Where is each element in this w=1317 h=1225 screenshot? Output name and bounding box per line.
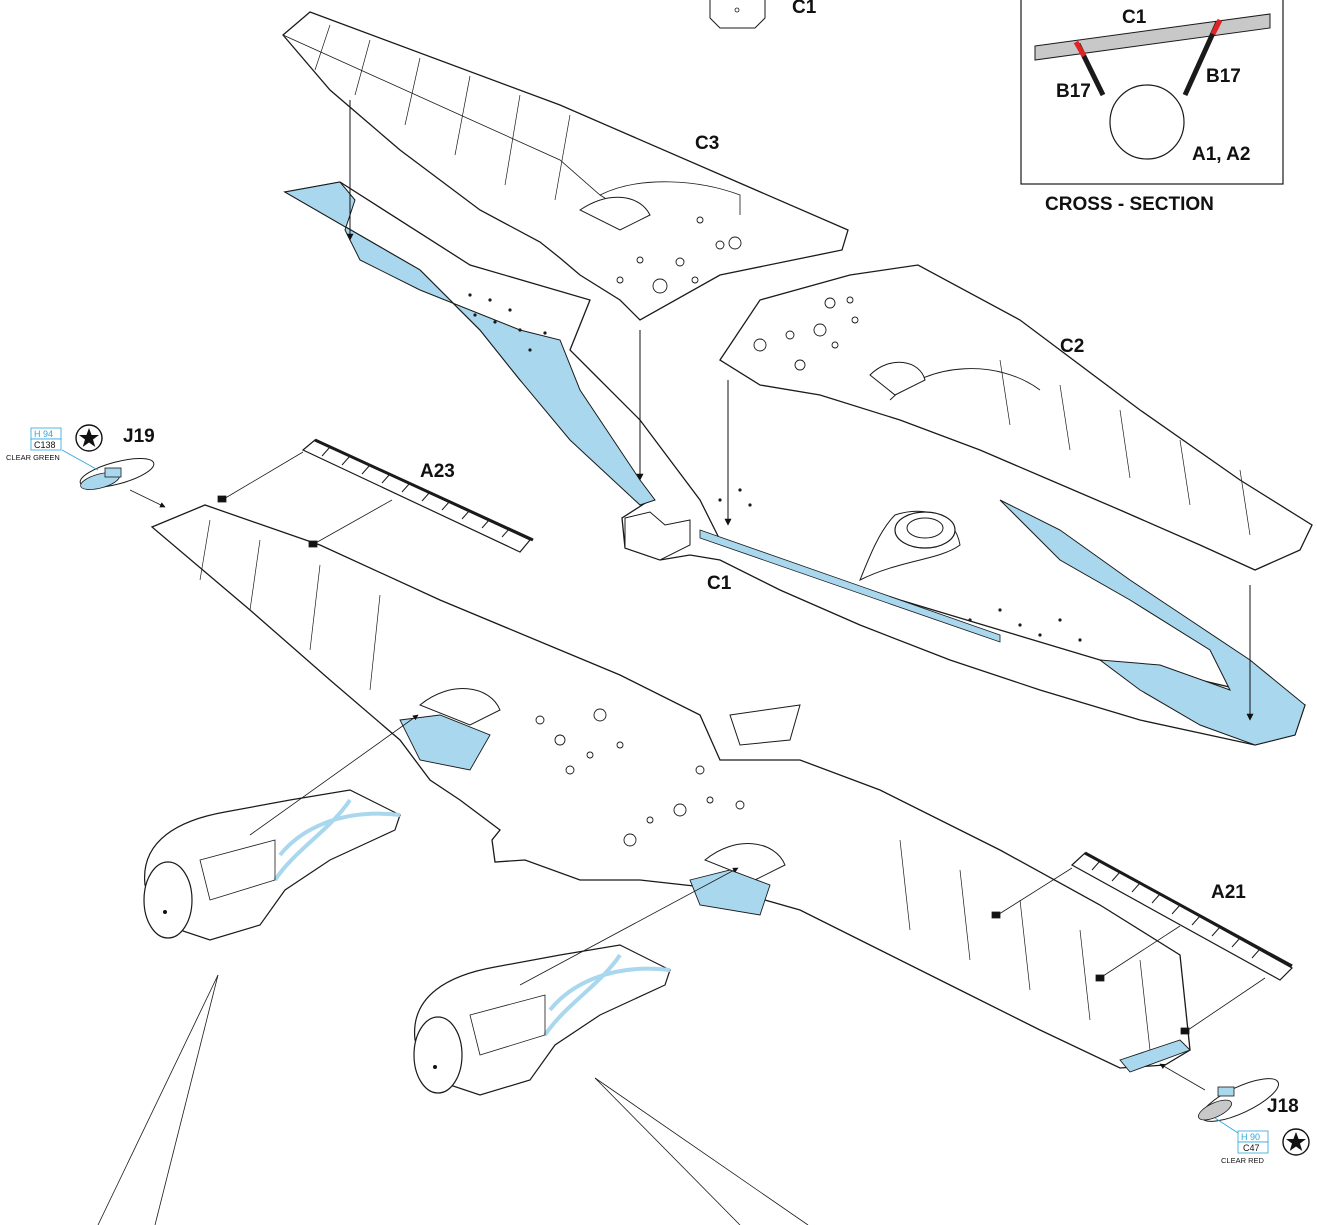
nacelle-left-arrow (249, 714, 419, 836)
small-holes-lower-c1 (468, 293, 1082, 642)
paint-callout-j18: H 90 C47 CLEAR RED (1214, 1117, 1310, 1165)
engine-nacelle-left (143, 789, 401, 941)
cross-section-strut-right: B17 (1206, 66, 1241, 87)
paint-code-h-j18: H 90 (1241, 1132, 1260, 1142)
flap-a21 (1070, 851, 1293, 981)
glue-area-left (283, 181, 656, 506)
paint-code-h-j19: H 94 (34, 429, 53, 439)
paint-callout-j19: H 94 C138 CLEAR GREEN (6, 424, 103, 471)
glue-area-right (999, 499, 1306, 746)
label-c3: C3 (695, 133, 719, 154)
paint-caption-j18: CLEAR RED (1221, 1156, 1265, 1165)
flap-a23 (301, 438, 534, 553)
label-c1-top: C1 (792, 0, 817, 18)
upper-wing-c2 (719, 264, 1313, 571)
leader-lines (97, 974, 809, 1225)
wingtip-light-j18 (1159, 1063, 1279, 1122)
part-c1-small-top (709, 0, 766, 29)
assembly-arrows-top (346, 100, 1254, 721)
lower-wing-assembly (150, 504, 1191, 1073)
label-a23: A23 (420, 461, 455, 482)
label-j18: J18 (1267, 1096, 1299, 1117)
lower-wing-c1-top (283, 181, 1306, 746)
cross-section-inset (1020, 0, 1284, 185)
upper-wing-c3 (282, 11, 849, 321)
clear-star-icon (75, 424, 103, 452)
label-j19: J19 (123, 426, 155, 447)
clear-star-icon (1282, 1128, 1310, 1156)
cross-section-caption: CROSS - SECTION (1045, 194, 1214, 215)
label-a21: A21 (1211, 882, 1246, 903)
panel-details-top (616, 216, 859, 371)
panel-details-bottom (535, 708, 745, 847)
cross-section-part-c1: C1 (1122, 7, 1147, 28)
engine-nacelle-right (413, 944, 671, 1096)
label-c2: C2 (1060, 336, 1084, 357)
nacelle-right-arrow (519, 867, 739, 986)
flap-guides (217, 451, 1266, 1035)
wingtip-light-j19 (79, 458, 166, 508)
paint-code-c-j19: C138 (34, 440, 56, 450)
paint-caption-j19: CLEAR GREEN (6, 453, 60, 462)
label-c1-mid: C1 (707, 573, 732, 594)
paint-code-c-j18: C47 (1243, 1143, 1260, 1153)
cross-section-strut-left: B17 (1056, 81, 1091, 102)
cross-section-body: A1, A2 (1192, 144, 1250, 165)
